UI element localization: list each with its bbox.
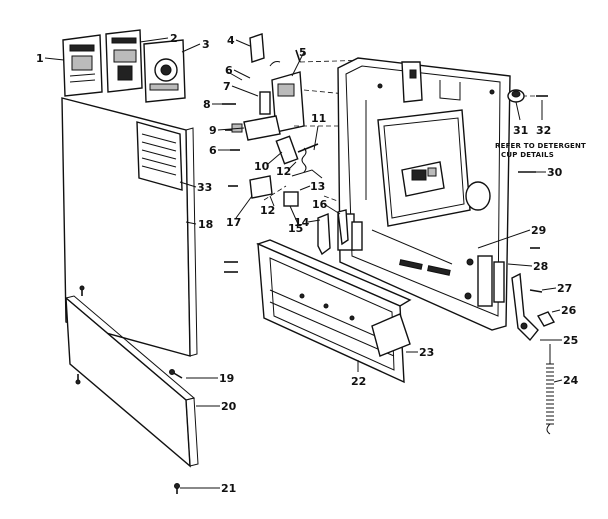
- callout-22: 22: [351, 375, 366, 388]
- callout-29: 29: [531, 224, 546, 237]
- callout-33: 33: [197, 181, 212, 194]
- callout-23: 23: [419, 346, 434, 359]
- callout-11: 11: [311, 112, 326, 125]
- callout-4: 4: [227, 34, 235, 47]
- callout-6a: 6: [225, 64, 233, 77]
- callout-25: 25: [563, 334, 578, 347]
- detergent-cup-note: REFER TO DETERGENT CUP DETAILS: [495, 142, 586, 159]
- callout-32: 32: [536, 124, 551, 137]
- callout-numbers: 1 2 3 4 5 6 7 8 9 6 10 11 12 13 33 17 12…: [36, 32, 579, 495]
- callout-5: 5: [299, 46, 307, 59]
- callout-26: 26: [561, 304, 577, 317]
- toe-panel: [64, 295, 199, 468]
- door-panel: [61, 97, 198, 357]
- callout-13: 13: [310, 180, 325, 193]
- callout-9: 9: [209, 124, 217, 137]
- callout-18: 18: [198, 218, 213, 231]
- callout-30: 30: [547, 166, 563, 179]
- callout-7: 7: [223, 80, 231, 93]
- callout-15: 15: [288, 222, 303, 235]
- leader-lines: [44, 37, 563, 489]
- callout-24: 24: [563, 374, 579, 387]
- callout-3: 3: [202, 38, 210, 51]
- screws: [75, 49, 548, 494]
- callout-1: 1: [36, 52, 44, 65]
- callout-17: 17: [226, 216, 241, 229]
- callout-19: 19: [219, 372, 234, 385]
- callout-8: 8: [203, 98, 211, 111]
- door-spring: [546, 344, 554, 435]
- inner-door-liner: [337, 57, 511, 331]
- callout-2: 2: [170, 32, 178, 45]
- latch-assembly: [227, 33, 323, 207]
- callout-12b: 12: [260, 204, 275, 217]
- instruction-card-1: [62, 34, 103, 97]
- instruction-card-2: [105, 29, 143, 93]
- hinge-brackets: [317, 209, 349, 256]
- detergent-cup: [401, 161, 445, 197]
- callout-6b: 6: [209, 144, 217, 157]
- callout-28: 28: [533, 260, 548, 273]
- instruction-card-3: [143, 39, 186, 103]
- callout-16: 16: [312, 198, 328, 211]
- callout-31: 31: [513, 124, 528, 137]
- callout-14: 14: [294, 216, 310, 229]
- note-line-1: REFER TO DETERGENT: [495, 142, 586, 150]
- callout-12a: 12: [276, 165, 291, 178]
- callout-21: 21: [221, 482, 236, 495]
- callout-27: 27: [557, 282, 572, 295]
- bottom-channel: [256, 239, 412, 384]
- hub-31: [507, 89, 525, 103]
- callout-20: 20: [221, 400, 237, 413]
- hinge-arm: [511, 272, 556, 342]
- callout-10: 10: [254, 160, 270, 173]
- note-line-2: CUP DETAILS: [501, 151, 554, 159]
